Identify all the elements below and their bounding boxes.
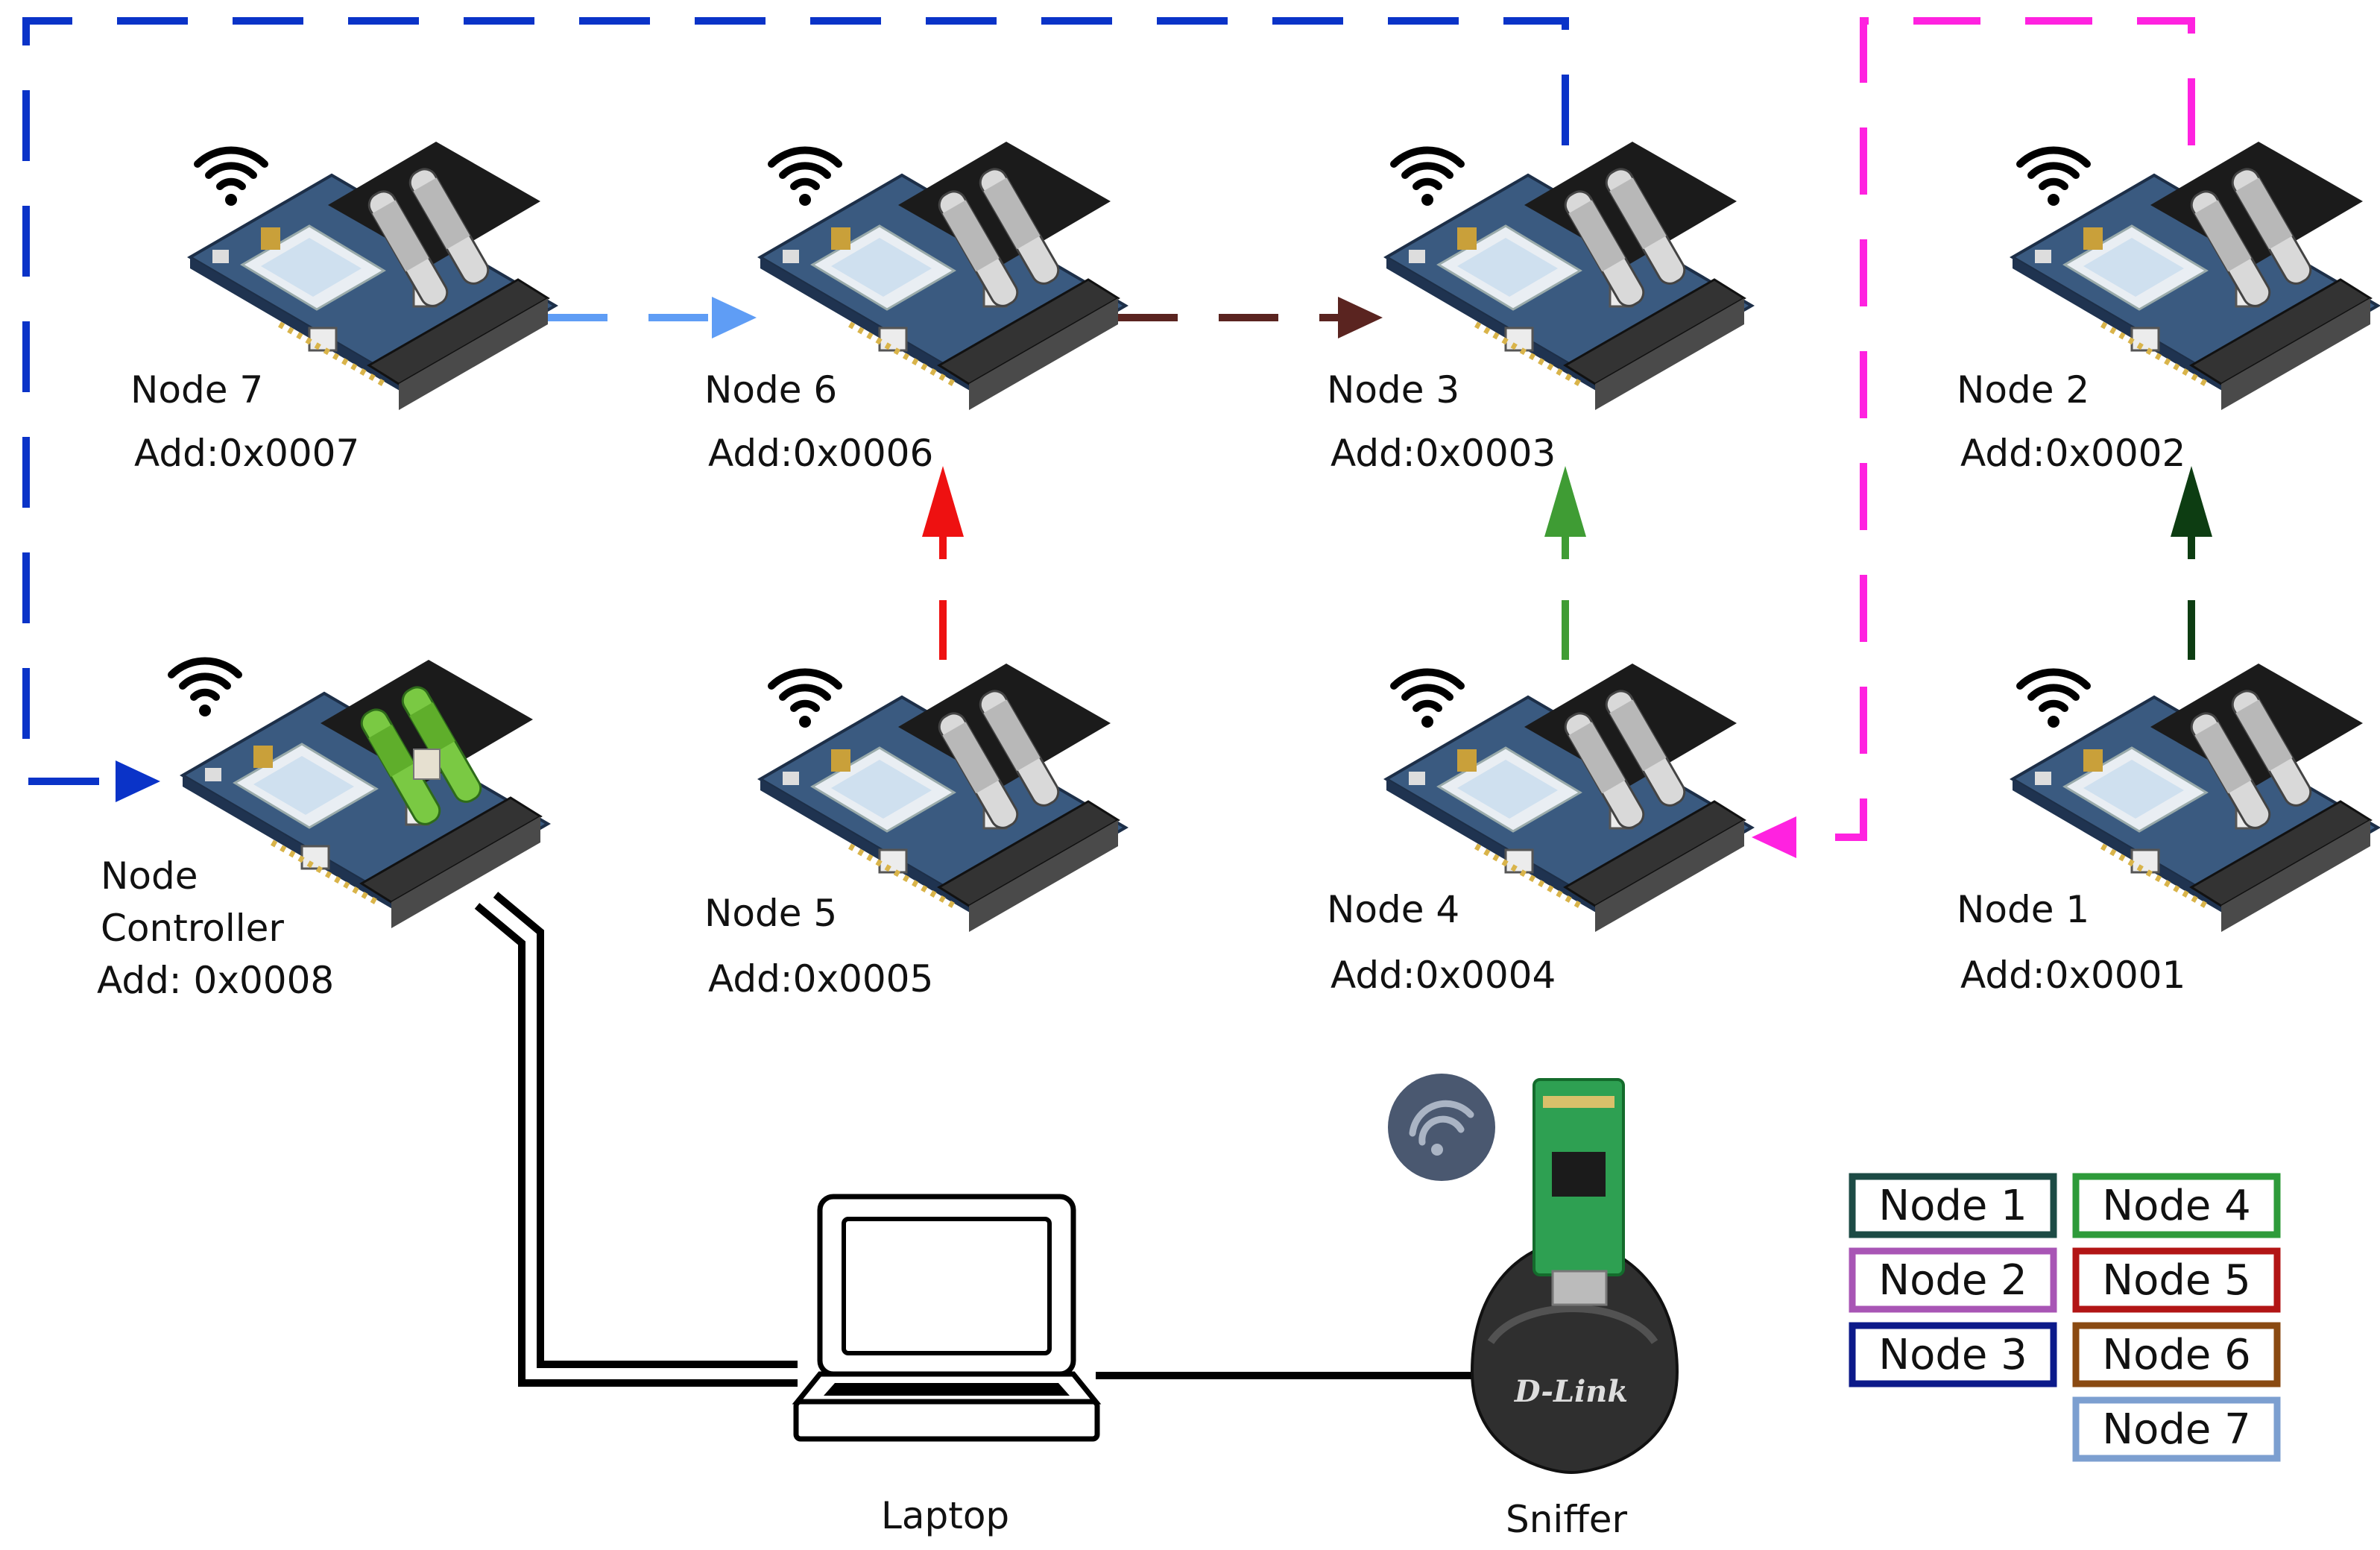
n4-address: Add:0x0004 <box>1331 954 1556 997</box>
legend: Node 1 Node 4 Node 2 Node 5 Node 3 Node 6 Node… <box>1849 1173 2281 1462</box>
legend-label: Node 4 <box>2102 1182 2251 1230</box>
controller-label-line1: Node <box>101 854 198 898</box>
n1-name: Node 1 <box>1957 888 2089 931</box>
wifi-icon <box>171 661 239 716</box>
wifi-icon <box>2020 672 2087 728</box>
controller-label-line2: Controller <box>101 907 284 950</box>
legend-item: Node 2 <box>1849 1247 2057 1313</box>
n6-name: Node 6 <box>704 368 837 412</box>
arrowhead-controller <box>116 760 160 802</box>
controller-address: Add: 0x0008 <box>97 959 334 1002</box>
laptop-label: Laptop <box>881 1494 1009 1537</box>
n7-address: Add:0x0007 <box>134 432 359 475</box>
n2-name: Node 2 <box>1957 368 2089 412</box>
link-node1-node2 <box>2171 466 2212 660</box>
sniffer-wifi-icon <box>1388 1074 1495 1181</box>
wifi-icon <box>771 672 839 728</box>
n1-address: Add:0x0001 <box>1960 954 2185 997</box>
wifi-icon <box>771 151 839 206</box>
n5-address: Add:0x0005 <box>708 957 933 1001</box>
arrowhead-node4 <box>1752 816 1796 858</box>
n3-address: Add:0x0003 <box>1331 432 1556 475</box>
wifi-icon <box>1394 672 1461 728</box>
legend-item: Node 4 <box>2072 1173 2281 1238</box>
legend-item: Node 3 <box>1849 1322 2057 1387</box>
sniffer-brand-logo: D-Link <box>1514 1374 1628 1409</box>
legend-item: Node 7 <box>2072 1396 2281 1462</box>
legend-label: Node 7 <box>2102 1405 2251 1454</box>
controller-board <box>183 660 548 928</box>
wifi-icon <box>198 151 265 206</box>
sniffer-label: Sniffer <box>1506 1498 1628 1541</box>
link-node2-node4 <box>1752 17 2195 858</box>
n7-name: Node 7 <box>130 368 263 412</box>
legend-label: Node 5 <box>2102 1256 2251 1305</box>
n6-address: Add:0x0006 <box>708 432 933 475</box>
legend-label: Node 1 <box>1878 1182 2027 1230</box>
legend-label: Node 3 <box>1878 1331 2027 1379</box>
n3-name: Node 3 <box>1327 368 1459 412</box>
wifi-icon <box>1394 151 1461 206</box>
legend-label: Node 6 <box>2102 1331 2251 1379</box>
n5-name: Node 5 <box>704 892 837 935</box>
wifi-icon <box>2020 151 2087 206</box>
n4-name: Node 4 <box>1327 888 1459 931</box>
n2-address: Add:0x0002 <box>1960 432 2185 475</box>
legend-item: Node 1 <box>1849 1173 2057 1238</box>
link-node5-node6 <box>922 466 964 660</box>
legend-item: Node 6 <box>2072 1322 2281 1387</box>
link-node3-controller <box>22 17 1569 802</box>
link-node7-node6 <box>548 297 757 338</box>
legend-label: Node 2 <box>1878 1256 2027 1305</box>
link-node6-node3 <box>1118 297 1383 338</box>
laptop-icon <box>792 1194 1102 1442</box>
link-node4-node3 <box>1544 466 1586 660</box>
sniffer-device: D-Link <box>1470 1078 1679 1475</box>
legend-item: Node 5 <box>2072 1247 2281 1313</box>
usb-cable <box>474 892 1476 1387</box>
